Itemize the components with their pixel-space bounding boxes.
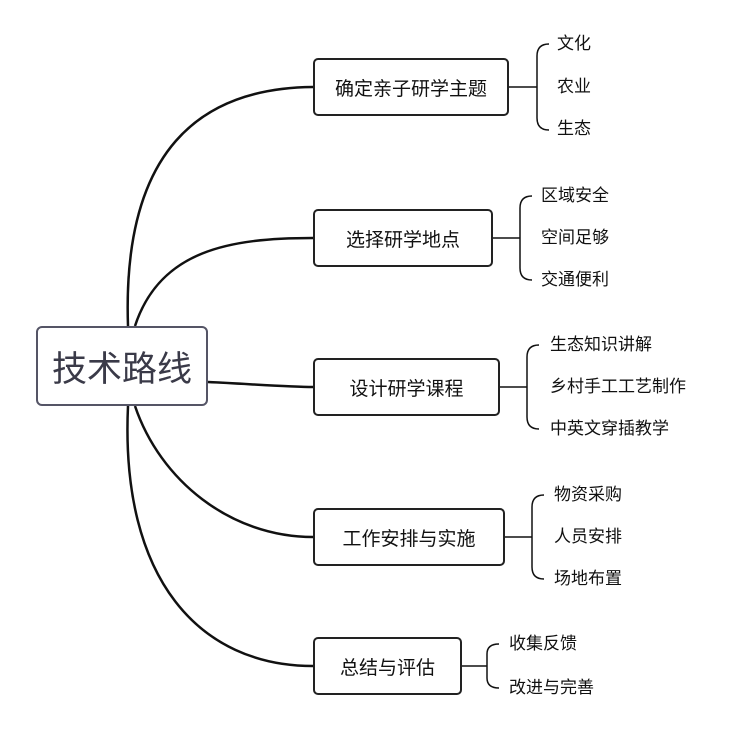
root-branch-connector-1	[126, 85, 314, 327]
branch-label-3: 设计研学课程	[349, 377, 464, 400]
branch-label-2: 选择研学地点	[345, 228, 460, 251]
root-branch-connector-2	[133, 236, 314, 327]
leaf-brace-5	[486, 643, 500, 689]
branch-label-1: 确定亲子研学主题	[334, 77, 487, 100]
leaf-3-1: 生态知识讲解	[550, 335, 652, 355]
branch-node-4: 工作安排与实施	[313, 508, 505, 566]
leaf-brace-3	[526, 344, 540, 430]
branch-label-4: 工作安排与实施	[342, 527, 476, 550]
leaf-4-2: 人员安排	[554, 527, 622, 547]
leaf-2-3: 交通便利	[541, 270, 609, 290]
leaf-5-2: 改进与完善	[509, 678, 594, 698]
leaf-1-1: 文化	[557, 34, 591, 54]
leaf-3-3: 中英文穿插教学	[550, 419, 669, 439]
leaf-3-2: 乡村手工工艺制作	[550, 377, 686, 397]
branch-node-5: 总结与评估	[313, 637, 462, 695]
branch-node-2: 选择研学地点	[313, 209, 493, 267]
leaf-brace-2	[519, 195, 533, 281]
leaf-5-1: 收集反馈	[509, 634, 577, 654]
root-branch-connector-4	[133, 405, 314, 539]
leaf-1-2: 农业	[557, 77, 591, 97]
leaf-brace-1	[536, 43, 550, 131]
branch-node-3: 设计研学课程	[313, 358, 500, 416]
branch-label-5: 总结与评估	[339, 656, 435, 679]
root-label: 技术路线	[51, 349, 192, 390]
leaf-2-2: 空间足够	[541, 228, 609, 248]
root-branch-connector-3	[207, 380, 314, 389]
leaf-4-3: 场地布置	[554, 569, 622, 589]
root-branch-connector-5	[126, 405, 314, 668]
leaf-brace-4	[531, 494, 545, 580]
branch-node-1: 确定亲子研学主题	[313, 58, 509, 116]
leaf-2-1: 区域安全	[541, 186, 609, 206]
leaf-4-1: 物资采购	[554, 485, 622, 505]
root-node: 技术路线	[36, 326, 208, 406]
leaf-1-3: 生态	[557, 119, 591, 139]
